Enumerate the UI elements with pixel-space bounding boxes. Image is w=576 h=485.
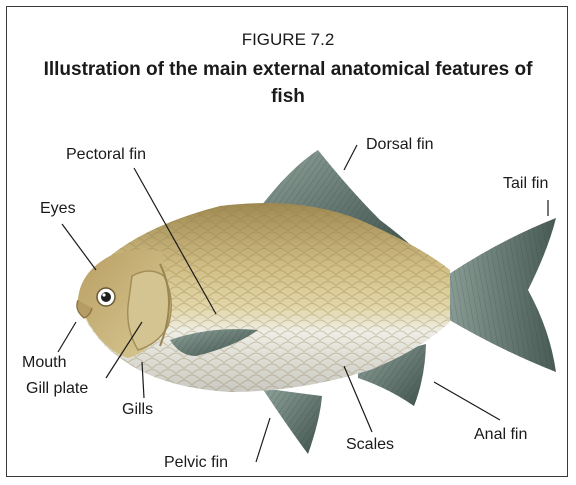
label-pelvic-fin: Pelvic fin [164, 454, 228, 472]
tail-fin-shape [446, 218, 556, 372]
eye-shape [97, 288, 115, 306]
leader-anal-fin [434, 382, 500, 420]
pelvic-fin-shape [262, 388, 322, 454]
label-anal-fin: Anal fin [474, 426, 527, 444]
label-dorsal-fin: Dorsal fin [366, 136, 434, 154]
label-gills: Gills [122, 401, 153, 419]
leader-dorsal-fin [344, 145, 357, 170]
leader-mouth [58, 322, 76, 352]
label-tail-fin: Tail fin [503, 175, 548, 193]
leader-eyes [62, 224, 96, 270]
label-gill-plate: Gill plate [26, 380, 88, 398]
label-eyes: Eyes [40, 200, 76, 218]
leader-pelvic-fin [256, 418, 270, 462]
label-scales: Scales [346, 436, 394, 454]
label-pectoral-fin: Pectoral fin [66, 146, 146, 164]
label-mouth: Mouth [22, 354, 66, 372]
